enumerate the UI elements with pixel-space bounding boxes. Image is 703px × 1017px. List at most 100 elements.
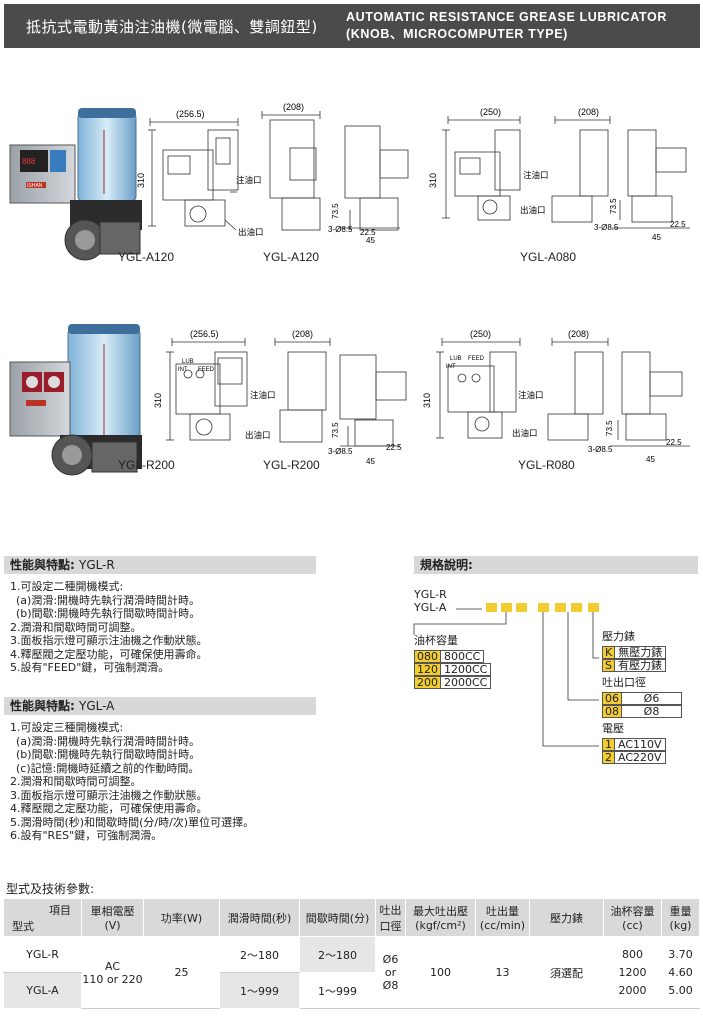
cell-outlet-2: or bbox=[384, 966, 397, 979]
dim-45-r080: 45 bbox=[646, 455, 655, 464]
features-a-title: 性能與特點: bbox=[10, 699, 75, 713]
features-a-item: (a)潤滑:開機時先執行潤滑時間計時。 bbox=[16, 734, 201, 748]
features-a-bar: 性能與特點: YGL-A bbox=[4, 697, 316, 715]
dim-73-5-r080: 73.5 bbox=[605, 420, 614, 436]
weight-value: 3.70 bbox=[668, 947, 693, 961]
label-lub-r200: LUB bbox=[182, 359, 194, 365]
outlet-code: 06 bbox=[602, 692, 622, 705]
weight-value: 4.60 bbox=[668, 965, 693, 979]
label-lub-r080: LUB bbox=[450, 356, 462, 362]
dim-22-5-a080: 22.5 bbox=[670, 220, 686, 229]
features-a-item: 2.潤滑和間歇時間可調整。 bbox=[10, 775, 142, 788]
dim-73-5-r: 73.5 bbox=[331, 422, 340, 438]
dim-208-r080: (208) bbox=[568, 329, 589, 339]
cell-outlet-3: Ø8 bbox=[382, 979, 399, 992]
dim-22-5-a: 22.5 bbox=[360, 228, 376, 237]
features-a-item: 1.可設定三種開機模式: bbox=[10, 721, 124, 734]
features-r-item: (a)潤滑:開機時先執行潤滑時間計時。 bbox=[16, 593, 201, 607]
dim-208-r: (208) bbox=[292, 329, 313, 339]
features-a-list: 1.可設定三種開機模式: (a)潤滑:開機時先執行潤滑時間計時。 (b)間歇:開… bbox=[10, 721, 254, 843]
svg-text:888: 888 bbox=[22, 157, 36, 166]
svg-text:ISHAN: ISHAN bbox=[27, 183, 43, 189]
th-max-pressure: 最大吐出壓 (kgf/cm²) bbox=[405, 898, 476, 937]
page-header: 抵抗式電動黃油注油機(微電腦、雙調鈕型) AUTOMATIC RESISTANC… bbox=[4, 4, 700, 48]
features-r-item: 4.釋壓閥之定壓功能，可確保使用壽命。 bbox=[10, 647, 208, 661]
cell-max-pressure: 100 bbox=[405, 936, 476, 1009]
th-flow-label: 吐出量 bbox=[486, 905, 519, 918]
label-feed-r200: FEED bbox=[198, 367, 215, 373]
label-outlet-r080: 出油口 bbox=[512, 428, 538, 438]
th-max-pressure-label: 最大吐出壓 bbox=[413, 905, 468, 918]
th-weight: 重量 (kg) bbox=[661, 898, 700, 937]
cup-value: 800CC bbox=[441, 650, 485, 663]
label-outlet-1: 出油口 bbox=[238, 227, 264, 237]
dim-45-a080: 45 bbox=[652, 233, 661, 242]
gauge-value: 有壓力錶 bbox=[614, 659, 666, 672]
th-voltage-label: 單相電壓 bbox=[90, 905, 135, 918]
features-a-model: YGL-A bbox=[79, 699, 115, 713]
product-figures: 888 ISHAN (256.5) 310 注油口 出油口 bbox=[0, 90, 703, 490]
th-lub-time: 潤滑時間(秒) bbox=[219, 898, 300, 937]
cup-code: 120 bbox=[414, 663, 441, 676]
dim-310-r: 310 bbox=[153, 393, 163, 408]
outlet-label: 吐出口徑 bbox=[602, 676, 646, 689]
drawing-r200-front bbox=[166, 338, 248, 441]
voltage-value: AC220V bbox=[615, 751, 666, 764]
caption-r080-drawing: YGL-R080 bbox=[518, 458, 575, 472]
cell-power: 25 bbox=[143, 936, 220, 1009]
dim-73-5-a080: 73.5 bbox=[609, 198, 618, 214]
th-flow-unit: (cc/min) bbox=[479, 919, 526, 932]
th-cup-unit: (cc) bbox=[622, 919, 643, 932]
features-a-item: 5.潤滑時間(秒)和間歇時間(分/時/次)單位可選擇。 bbox=[10, 815, 255, 829]
spec-model-a: YGL-A bbox=[414, 601, 447, 614]
dim-250-r: (250) bbox=[470, 329, 491, 339]
cell-voltage: AC 110 or 220 bbox=[81, 936, 144, 1009]
label-inlet-a080: 注油口 bbox=[523, 170, 549, 180]
cell-outlet: Ø6 or Ø8 bbox=[375, 936, 406, 1009]
th-max-pressure-unit: (kgf/cm²) bbox=[415, 919, 466, 932]
dim-73-5-a: 73.5 bbox=[331, 203, 340, 219]
cup-code: 080 bbox=[414, 650, 441, 663]
cell-voltage-2: 110 or 220 bbox=[82, 972, 143, 986]
caption-a120-drawing: YGL-A120 bbox=[263, 250, 320, 264]
dim-22-5-r: 22.5 bbox=[386, 443, 402, 452]
title-english-line1: AUTOMATIC RESISTANCE GREASE LUBRICATOR bbox=[346, 10, 667, 24]
drawing-a120-front bbox=[148, 118, 239, 231]
features-a-item: (b)間歇:開機時先執行間歇時間計時。 bbox=[16, 748, 201, 761]
drawing-r080 bbox=[436, 338, 690, 447]
dim-208-a: (208) bbox=[283, 102, 304, 112]
spec-title: 規格說明: bbox=[420, 558, 473, 572]
dim-hole-r: 3-Ø8.5 bbox=[328, 447, 353, 456]
cup-value: 2000CC bbox=[441, 676, 492, 689]
features-r-title: 性能與特點: bbox=[10, 558, 75, 572]
drawing-a120-side bbox=[261, 111, 409, 231]
cup-value-2000: 2000 bbox=[618, 983, 647, 997]
th-cup: 油杯容量 (cc) bbox=[603, 898, 662, 937]
label-int-r080: INT bbox=[446, 364, 456, 370]
cell-model: YGL-A bbox=[3, 972, 82, 1009]
label-outlet-a080: 出油口 bbox=[520, 205, 546, 215]
cup-value-1200: 1200 bbox=[618, 965, 647, 979]
features-r-item: (b)間歇:開機時先執行間歇時間計時。 bbox=[16, 607, 201, 620]
label-feed-r080: FEED bbox=[468, 356, 485, 362]
gauge-label: 壓力錶 bbox=[602, 630, 635, 643]
features-r-list: 1.可設定二種開機模式: (a)潤滑:開機時先執行潤滑時間計時。 (b)間歇:開… bbox=[10, 580, 208, 675]
features-r-item: 5.設有"FEED"鍵，可強制潤滑。 bbox=[10, 661, 170, 674]
dim-208-a080: (208) bbox=[578, 107, 599, 117]
features-a-item: 3.面板指示燈可顯示注油機之作動狀態。 bbox=[10, 788, 208, 802]
voltage-value: AC110V bbox=[615, 738, 666, 751]
th-flow: 吐出量 (cc/min) bbox=[475, 898, 530, 937]
th-outlet-1: 吐出 bbox=[379, 903, 402, 917]
dim-256-5-a: (256.5) bbox=[176, 109, 205, 119]
th-weight-unit: (kg) bbox=[669, 919, 692, 932]
caption-a080-drawing: YGL-A080 bbox=[520, 250, 577, 264]
outlet-value: Ø6 bbox=[622, 692, 682, 705]
dim-310-a: 310 bbox=[136, 173, 146, 188]
dim-22-5-r080: 22.5 bbox=[666, 438, 682, 447]
cell-weight: 3.70 4.60 5.00 bbox=[661, 936, 700, 1009]
label-inlet-r080: 注油口 bbox=[518, 390, 544, 400]
cell-outlet-1: Ø6 bbox=[382, 953, 399, 966]
photo-ygl-r200 bbox=[9, 324, 142, 476]
